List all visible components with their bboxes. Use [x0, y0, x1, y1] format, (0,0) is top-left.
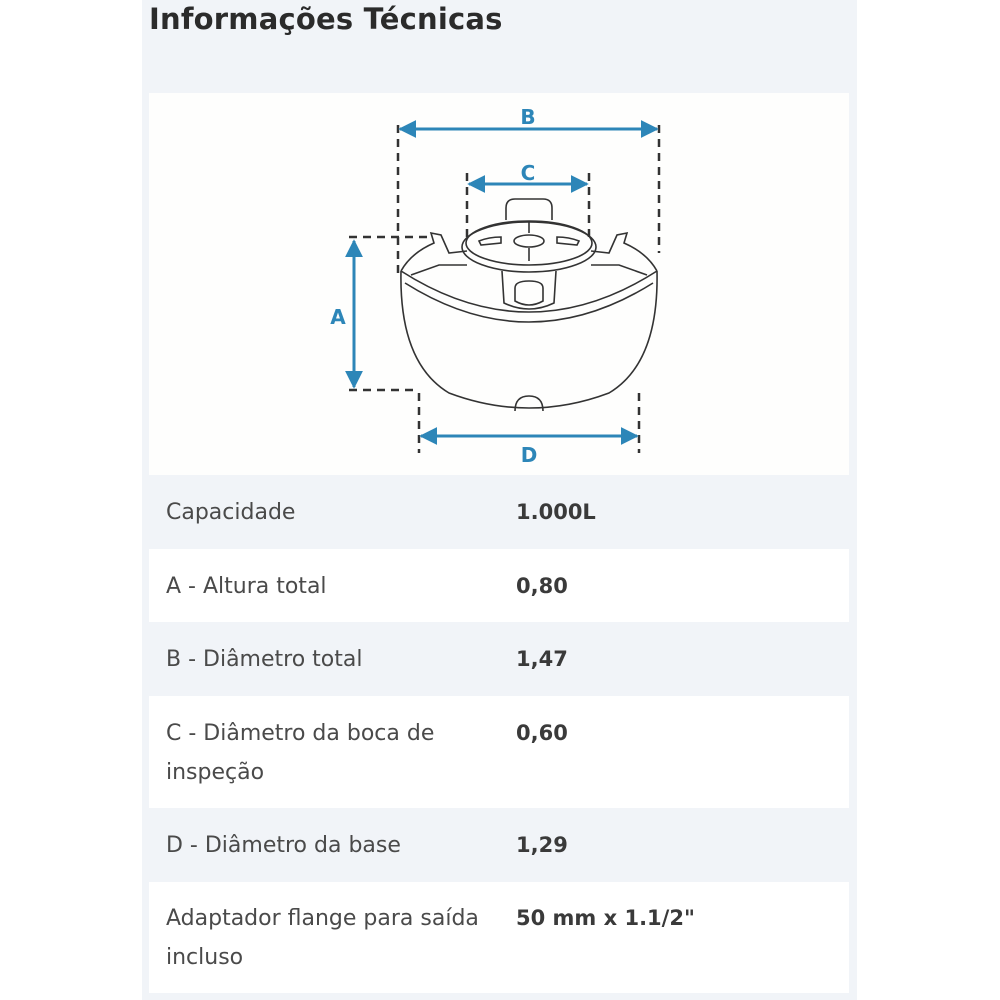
water-tank-drawing: B C A D [330, 105, 661, 467]
spec-label: Capacidade [166, 500, 296, 525]
spec-label: C - Diâmetro da boca de inspeção [166, 721, 435, 785]
spec-row-base-diameter: D - Diâmetro da base 1,29 [149, 808, 849, 882]
spec-label: B - Diâmetro total [166, 647, 363, 672]
section-title: Informações Técnicas [149, 2, 503, 36]
spec-row-total-diameter: B - Diâmetro total 1,47 [149, 622, 849, 696]
spec-value: 0,60 [516, 721, 568, 745]
spec-row-inspection-diameter: C - Diâmetro da boca de inspeção 0,60 [149, 696, 849, 808]
spec-row-capacity: Capacidade 1.000L [149, 475, 849, 549]
tank-dimensions-diagram: B C A D [149, 93, 849, 475]
dimension-label-a: A [330, 305, 346, 329]
dimension-label-d: D [521, 443, 538, 467]
spec-value: 0,80 [516, 574, 568, 598]
specs-table: Capacidade 1.000L A - Altura total 0,80 … [149, 475, 849, 993]
dimension-label-c: C [521, 161, 536, 185]
technical-info-panel: Informações Técnicas [142, 0, 857, 1000]
spec-value: 1,29 [516, 833, 568, 857]
spec-label: A - Altura total [166, 574, 327, 599]
spec-row-height: A - Altura total 0,80 [149, 549, 849, 622]
spec-label: D - Diâmetro da base [166, 833, 401, 858]
spec-value: 1,47 [516, 647, 568, 671]
spec-row-flange-adapter: Adaptador flange para saída incluso 50 m… [149, 882, 849, 993]
spec-value: 50 mm x 1.1/2" [516, 906, 695, 930]
dimension-label-b: B [520, 105, 535, 129]
spec-label: Adaptador flange para saída incluso [166, 906, 479, 970]
spec-value: 1.000L [516, 500, 596, 524]
